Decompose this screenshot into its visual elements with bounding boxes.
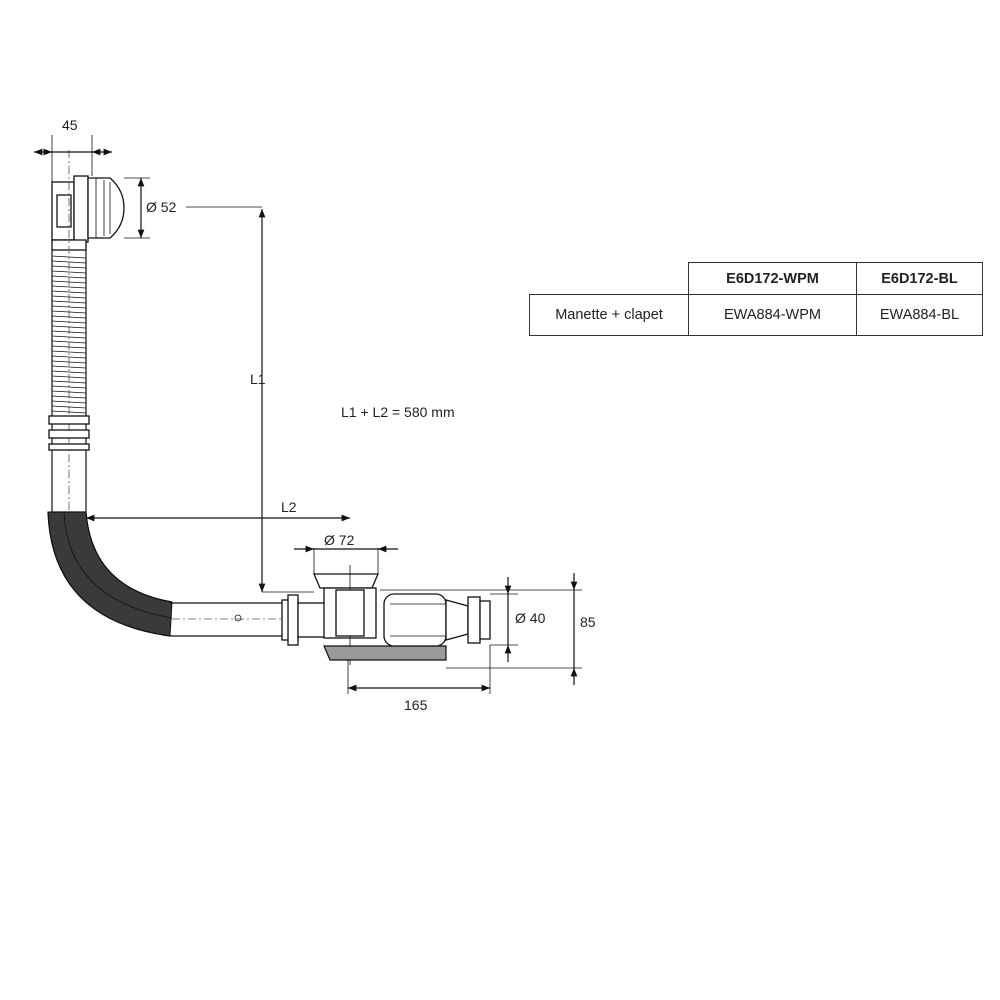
pipe-rib: [51, 345, 87, 349]
pipe-rib: [51, 400, 87, 404]
table-row: Manette + clapet EWA884-WPM EWA884-BL: [529, 294, 983, 336]
pipe-rib: [51, 380, 87, 384]
pipe-rib: [51, 265, 87, 269]
dimension-lines: [34, 135, 582, 694]
pipe-rib: [51, 310, 87, 314]
pipe-rib: [51, 270, 87, 274]
table-cell-wpm: EWA884-WPM: [688, 294, 857, 336]
dim-diameter-40-label: Ø 40: [515, 610, 546, 626]
pipe-rib: [51, 410, 87, 414]
pipe-rib: [51, 285, 87, 289]
pipe-rib: [51, 255, 87, 259]
pipe-rib: [51, 315, 87, 319]
pipe-rib: [51, 405, 87, 409]
pipe-rib: [51, 355, 87, 359]
pipe-rib: [51, 330, 87, 334]
pipe-rib: [51, 305, 87, 309]
pipe-rib: [51, 300, 87, 304]
pipe-rib: [51, 360, 87, 364]
dim-85-label: 85: [580, 614, 596, 630]
pipe-rib: [51, 290, 87, 294]
pipe-rib: [51, 340, 87, 344]
pipe-rib: [51, 325, 87, 329]
pipe-rib: [51, 320, 87, 324]
pipe-rib: [51, 395, 87, 399]
table-header-bl: E6D172-BL: [856, 262, 983, 295]
pipe-rib: [51, 365, 87, 369]
drain-assembly: [281, 565, 491, 665]
table-header-blank: [529, 262, 689, 295]
dim-165-label: 165: [404, 697, 428, 713]
pipe-rib: [51, 295, 87, 299]
table-row-label: Manette + clapet: [529, 294, 689, 336]
horizontal-pipe: [170, 602, 300, 637]
curved-hose: [47, 511, 173, 637]
table-header-wpm: E6D172-WPM: [688, 262, 857, 295]
pipe-rib: [51, 370, 87, 374]
pipe-rib: [51, 335, 87, 339]
reference-table: E6D172-WPM E6D172-BL Manette + clapet EW…: [529, 262, 983, 336]
pipe-rib: [51, 260, 87, 264]
dim-diameter-72-label: Ø 72: [324, 532, 355, 548]
pipe-rib: [51, 275, 87, 279]
pipe-ribs: [51, 255, 87, 414]
pipe-rib: [51, 390, 87, 394]
dim-l2-label: L2: [281, 499, 297, 515]
vertical-pipe: [48, 150, 90, 560]
total-length-note: L1 + L2 = 580 mm: [341, 404, 455, 420]
dim-l1-label: L1: [250, 371, 266, 387]
table-header-row: E6D172-WPM E6D172-BL: [529, 262, 983, 295]
pipe-rib: [51, 385, 87, 389]
pipe-rib: [51, 375, 87, 379]
dim-45-label: 45: [62, 117, 78, 133]
dim-diameter-52-label: Ø 52: [146, 199, 177, 215]
pipe-rib: [51, 350, 87, 354]
table-cell-bl: EWA884-BL: [856, 294, 983, 336]
overflow-head: [51, 175, 125, 251]
pipe-rib: [51, 280, 87, 284]
